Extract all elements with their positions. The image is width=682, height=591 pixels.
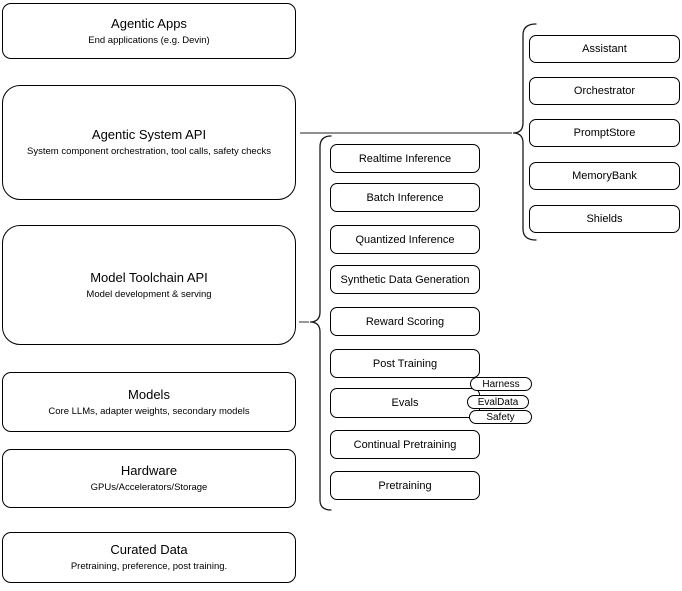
- services-bracket: [309, 135, 332, 511]
- models-subtitle: Core LLMs, adapter weights, secondary mo…: [48, 405, 250, 417]
- curated-data-subtitle: Pretraining, preference, post training.: [70, 561, 228, 572]
- service-post-training: Post Training: [330, 349, 480, 378]
- service-batch-inference: Batch Inference: [330, 183, 480, 212]
- component-orchestrator: Orchestrator: [529, 77, 680, 105]
- service-realtime-inference: Realtime Inference: [330, 144, 480, 173]
- agentic-apps-box: Agentic Apps End applications (e.g. Devi…: [2, 3, 296, 59]
- models-title: Models: [128, 386, 170, 402]
- agentic-system-api-subtitle: System component orchestration, tool cal…: [27, 146, 271, 157]
- curated-data-title: Curated Data: [110, 542, 188, 557]
- component-memorybank: MemoryBank: [529, 162, 680, 190]
- service-reward-scoring: Reward Scoring: [330, 307, 480, 336]
- service-quantized-inference: Quantized Inference: [330, 225, 480, 254]
- eval-suite-safety: Safety: [469, 410, 532, 424]
- hardware-subtitle: GPUs/Accelerators/Storage: [90, 482, 208, 493]
- agentic-apps-subtitle: End applications (e.g. Devin): [88, 34, 210, 46]
- service-evals: Evals: [330, 388, 480, 418]
- curated-data-box: Curated Data Pretraining, preference, po…: [2, 532, 296, 583]
- service-synthetic-data-generation: Synthetic Data Generation: [330, 265, 480, 294]
- model-toolchain-api-title: Model Toolchain API: [90, 269, 208, 285]
- agentic-system-api-title: Agentic System API: [91, 127, 207, 142]
- agentic-system-api-box: Agentic System API System component orch…: [2, 85, 296, 200]
- service-continual-pretraining: Continual Pretraining: [330, 430, 480, 459]
- hardware-box: Hardware GPUs/Accelerators/Storage: [2, 449, 296, 508]
- model-toolchain-api-box: Model Toolchain API Model development & …: [2, 225, 296, 345]
- component-shields: Shields: [529, 205, 680, 233]
- eval-suite-evaldata: EvalData: [467, 395, 529, 409]
- hardware-title: Hardware: [120, 463, 178, 478]
- eval-suite-harness: Harness: [470, 377, 532, 391]
- component-promptstore: PromptStore: [529, 119, 680, 147]
- service-pretraining: Pretraining: [330, 471, 480, 500]
- model-toolchain-api-subtitle: Model development & serving: [86, 288, 212, 300]
- component-assistant: Assistant: [529, 35, 680, 63]
- agentic-apps-title: Agentic Apps: [111, 15, 187, 31]
- models-box: Models Core LLMs, adapter weights, secon…: [2, 372, 296, 432]
